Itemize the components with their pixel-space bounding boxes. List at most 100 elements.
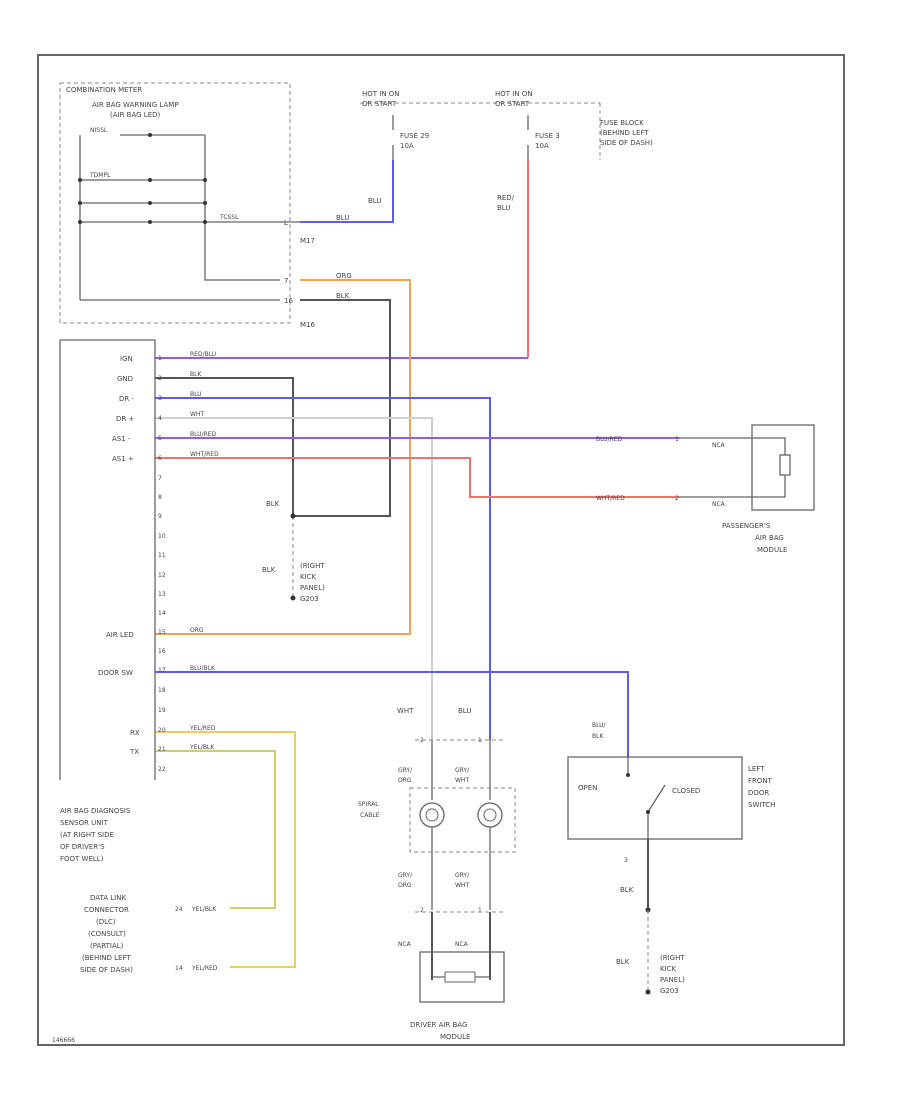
passenger-label-1: PASSENGER'S	[722, 522, 771, 530]
wire-blu-meter	[300, 160, 394, 223]
spiral-cable: WHT BLU 2 1 GRY/ ORG GRY/ WHT SPIRAL CAB…	[358, 707, 516, 1041]
sensor-pin-7: 7	[158, 475, 162, 482]
ground-left-blk1: BLK	[266, 500, 280, 508]
door-label-3: DOOR	[748, 789, 769, 797]
warning-lamp-label: AIR BAG WARNING LAMP	[92, 101, 179, 109]
passenger-nca2: NCA	[712, 501, 726, 508]
dlc-label-4: (CONSULT)	[88, 930, 126, 938]
sensor-desc-5: FOOT WELL)	[60, 855, 104, 863]
dlc-wire1: YEL/BLK	[191, 906, 217, 913]
sensor-label-dr-minus: DR -	[119, 395, 134, 403]
sensor-label-dr-plus: DR +	[116, 415, 134, 423]
spiral-pin-br: 1	[478, 907, 482, 914]
passenger-label-2: AIR BAG	[755, 534, 784, 542]
sensor-label-air-led: AIR LED	[106, 631, 134, 639]
dlc-label-6: (BEHIND LEFT	[82, 954, 131, 962]
door-wire-1: BLU/	[592, 722, 607, 729]
spiral-blu: BLU	[458, 707, 471, 715]
dlc-label-7: SIDE OF DASH)	[80, 966, 133, 974]
door-pin-bottom: 3	[624, 857, 628, 864]
sensor-desc-3: (AT RIGHT SIDE	[60, 831, 114, 839]
spiral-right-top-1: GRY/	[455, 767, 470, 774]
sensor-pin-15: 15	[158, 629, 166, 636]
passenger-wire1: BLU/RED	[596, 436, 623, 443]
spiral-left-bot-2: ORG	[398, 882, 412, 889]
sensor-label-gnd: GND	[117, 375, 133, 383]
spiral-right-bot-1: GRY/	[455, 872, 470, 879]
sensor-wire-4: WHT	[190, 411, 204, 418]
sensor-pin-5: 5	[158, 435, 162, 442]
meter-pin-mid: 7	[284, 277, 288, 285]
driver-module-1: DRIVER AIR BAG	[410, 1021, 467, 1029]
dlc-pin1: 24	[175, 906, 183, 913]
combination-meter: COMBINATION METER AIR BAG WARNING LAMP (…	[59, 82, 315, 329]
wire-wht-red-as1-plus	[155, 457, 680, 498]
spiral-left-top-2: ORG	[398, 777, 412, 784]
door-loc2: KICK	[660, 965, 677, 973]
dlc-wire2: YEL/RED	[191, 965, 218, 972]
sensor-pin-22: 22	[158, 766, 166, 773]
dlc-label-2: CONNECTOR	[84, 906, 129, 914]
meter-pin-label-1: NISSL	[90, 127, 108, 134]
passenger-pin1: 1	[675, 436, 679, 443]
meter-wire-blk: BLK	[336, 292, 350, 300]
door-wire-2: BLK	[592, 733, 604, 740]
meter-pin-top: L	[284, 219, 288, 227]
door-label-1: LEFT	[748, 765, 765, 773]
sensor-wire-5: BLU/RED	[190, 431, 217, 438]
passenger-nca1: NCA	[712, 442, 726, 449]
combination-meter-title: COMBINATION METER	[66, 86, 142, 94]
sensor-wire-6: WHT/RED	[190, 451, 219, 458]
fuse1-amp: 10A	[400, 142, 414, 150]
meter-pin-bot: 16	[284, 297, 293, 305]
sensor-pin-16: 16	[158, 648, 166, 655]
passenger-label-3: MODULE	[757, 546, 787, 554]
spiral-cable-1: SPIRAL	[358, 801, 379, 808]
sensor-pin-1: 1	[158, 355, 162, 362]
wire-blk-gnd	[155, 377, 294, 516]
fuse-block-label-2: (BEHIND LEFT	[600, 129, 649, 137]
spiral-nca-right: NCA	[455, 941, 469, 948]
sensor-wire-3: BLU	[190, 391, 202, 398]
sensor-wire-20: YEL/RED	[189, 725, 216, 732]
door-label-2: FRONT	[748, 777, 773, 785]
wire-blu-blk-door	[155, 671, 629, 757]
door-label-4: SWITCH	[748, 801, 775, 809]
door-switch: BLU/ BLK OPEN CLOSED LEFT FRONT DOOR SWI…	[567, 722, 775, 995]
door-loc3: PANEL)	[660, 976, 685, 984]
sensor-pin-21: 21	[158, 746, 166, 753]
wire-blu-dr-minus	[155, 397, 491, 740]
hot-label-1b: OR START	[362, 100, 397, 108]
sensor-pin-19: 19	[158, 707, 166, 714]
ground-left-loc1: (RIGHT	[300, 562, 325, 570]
fuse1-label: FUSE 29	[400, 132, 429, 140]
sensor-pin-12: 12	[158, 572, 166, 579]
meter-connector-bot: M16	[300, 321, 315, 329]
sensor-pin-4: 4	[158, 415, 162, 422]
door-blk2: BLK	[616, 958, 630, 966]
hot-label-2b: OR START	[495, 100, 530, 108]
dlc-label-1: DATA LINK	[90, 894, 126, 902]
sensor-pin-11: 11	[158, 552, 166, 559]
sensor-label-as1-minus: AS1 -	[112, 435, 131, 443]
door-loc4: G203	[660, 987, 679, 995]
sensor-pin-20: 20	[158, 727, 166, 734]
ground-left-loc3: PANEL)	[300, 584, 325, 592]
sensor-unit: IGN GND DR - DR + AS1 - AS1 + AIR LED DO…	[59, 339, 219, 863]
sensor-pin-18: 18	[158, 687, 166, 694]
spiral-nca-left: NCA	[398, 941, 412, 948]
sensor-wire-2: BLK	[190, 371, 202, 378]
dlc-label-5: (PARTIAL)	[90, 942, 124, 950]
wire-blk-meter-ground	[293, 299, 391, 517]
fuse2-label: FUSE 3	[535, 132, 560, 140]
wire-yel-blk-tx	[155, 750, 276, 909]
diagram-border	[37, 54, 845, 1046]
wire-yel-red-rx	[155, 731, 296, 968]
door-closed-label: CLOSED	[672, 787, 700, 795]
spiral-left-top-1: GRY/	[398, 767, 413, 774]
sensor-label-door-sw: DOOR SW	[98, 669, 133, 677]
passenger-airbag-module: BLU/RED WHT/RED 1 2 NCA NCA PASSENGER'S …	[596, 424, 815, 554]
door-loc1: (RIGHT	[660, 954, 685, 962]
fuse-block-label-1: FUSE BLOCK	[600, 119, 644, 127]
sensor-pin-13: 13	[158, 591, 166, 598]
